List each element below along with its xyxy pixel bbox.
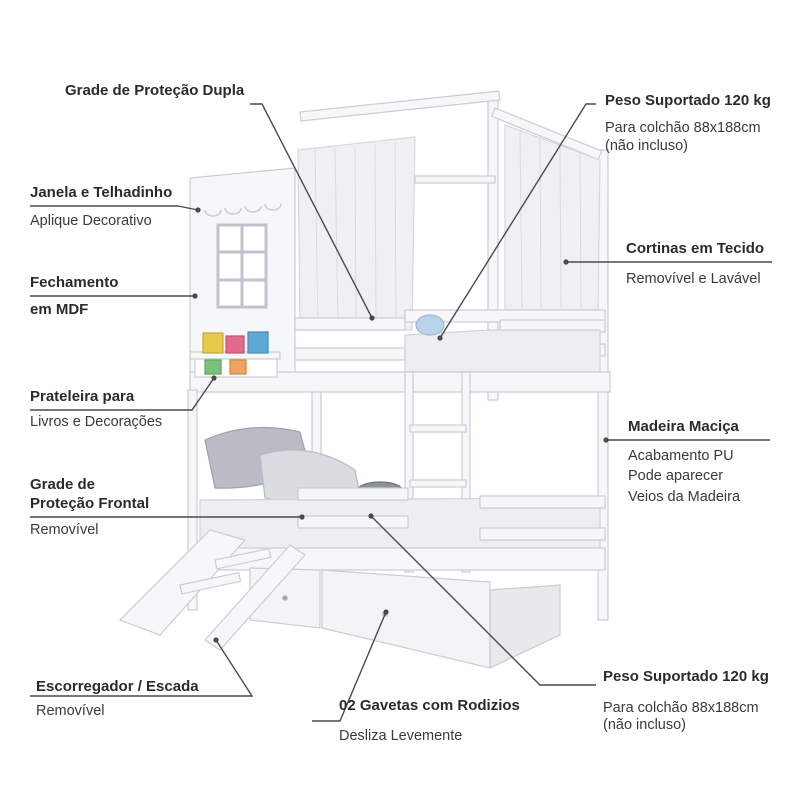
peso-bottom-sub-2: (não incluso) <box>603 717 687 733</box>
roof-rail-side <box>490 107 603 161</box>
ladder-right <box>461 371 471 573</box>
gavetas-sub: Desliza Levemente <box>339 728 463 744</box>
slide <box>118 529 247 636</box>
peso-top-sub-2: (não incluso) <box>605 138 689 154</box>
grade-dupla-title: Grade de Proteção Dupla <box>65 82 245 99</box>
peso-bottom-title: Peso Suportado 120 kg <box>603 668 769 685</box>
ladder-left <box>404 371 414 573</box>
window-rail <box>414 175 496 184</box>
upper-deck <box>189 371 611 393</box>
back-left-post <box>187 389 198 611</box>
madeira-sub-1: Acabamento PU <box>628 448 734 464</box>
upper-rail-1 <box>294 317 406 331</box>
peso-bottom-sub-1: Para colchão 88x188cm <box>603 700 759 716</box>
curtain-left <box>297 136 416 331</box>
roof-rail-top <box>299 90 501 122</box>
grade-frontal-sub: Removível <box>30 522 99 538</box>
janela-sub: Aplique Decorativo <box>30 213 152 229</box>
cortinas-sub: Removível e Lavável <box>626 271 761 287</box>
grade-frontal-title-1: Grade de <box>30 476 96 493</box>
escorregador-sub: Removível <box>36 703 105 719</box>
gavetas-title: 02 Gavetas com Rodizios <box>339 697 520 714</box>
fechamento-title-1: Fechamento <box>30 274 119 291</box>
peso-top-sub-1: Para colchão 88x188cm <box>605 120 761 136</box>
janela-title: Janela e Telhadinho <box>30 184 173 201</box>
slide-steps <box>204 544 306 651</box>
madeira-sub-3: Veios da Madeira <box>628 489 741 505</box>
fechamento-title-2: em MDF <box>30 301 89 318</box>
toy <box>415 314 445 336</box>
escorregador-title: Escorregador / Escada <box>36 678 199 695</box>
peso-top-title: Peso Suportado 120 kg <box>605 92 771 109</box>
lower-rail-1 <box>297 487 409 501</box>
madeira-sub-2: Pode aparecer <box>628 468 724 484</box>
prateleira-sub: Livros e Decorações <box>30 414 163 430</box>
grade-frontal-title-2: Proteção Frontal <box>30 495 150 512</box>
prateleira-title: Prateleira para <box>30 388 135 405</box>
madeira-title: Madeira Maciça <box>628 418 739 435</box>
upper-rail-2 <box>294 347 406 361</box>
lower-rail-2 <box>297 515 409 529</box>
cortinas-title: Cortinas em Tecido <box>626 240 765 257</box>
drawer-2 <box>321 569 491 669</box>
